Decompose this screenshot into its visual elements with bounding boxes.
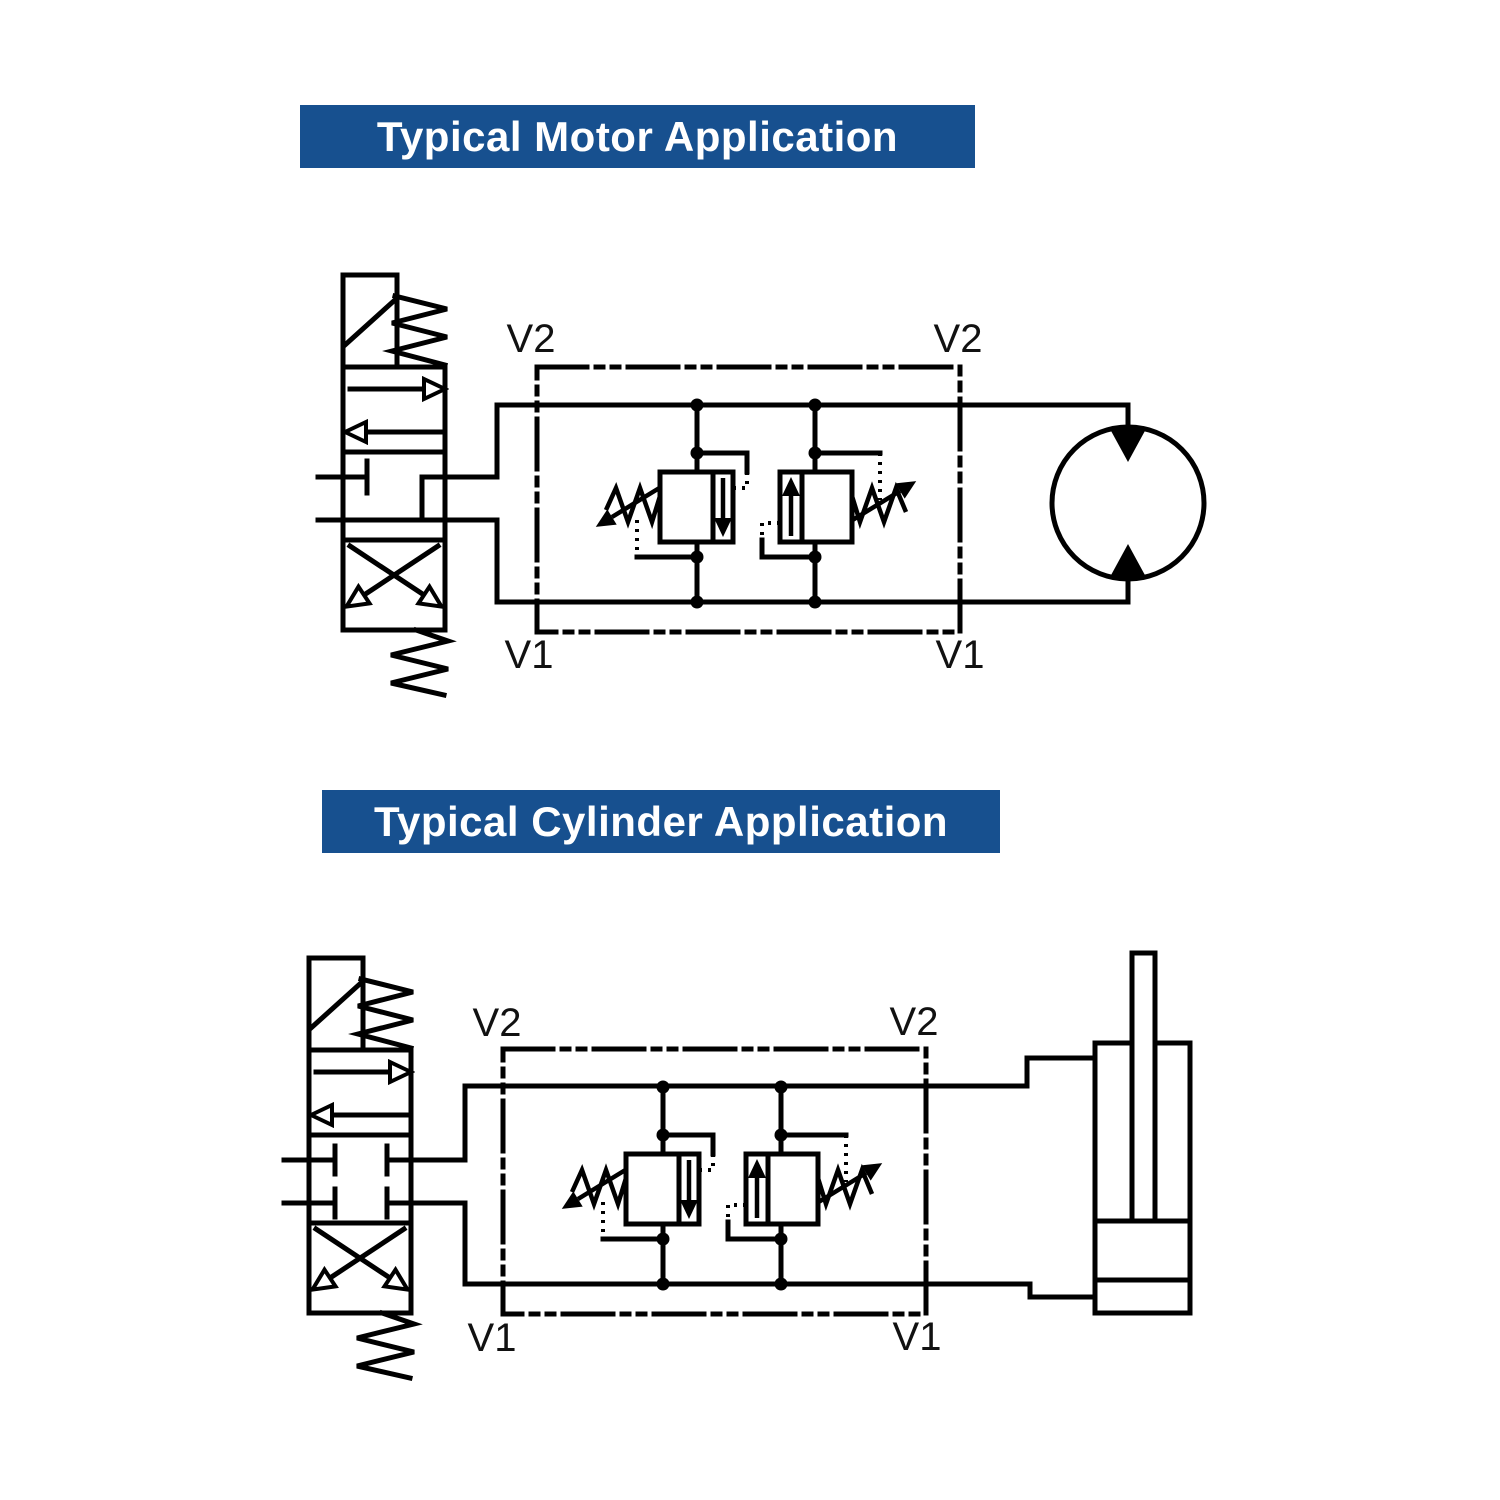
motor-section-title: Typical Motor Application	[376, 112, 899, 160]
cylinder-rod	[1129, 950, 1158, 1224]
cylinder-section-banner: Typical Cylinder Application	[322, 790, 1000, 853]
directional-valve-center-position-closed	[281, 1143, 468, 1220]
hydraulic-cylinder-icon	[1092, 950, 1193, 1316]
port-label-v1-right: V1	[893, 1315, 942, 1359]
port-label-v1-right: V1	[936, 633, 985, 677]
port-label-v2-left: V2	[473, 1001, 522, 1045]
hydraulic-lines	[442, 402, 1131, 605]
motor-arrow-down-icon	[1110, 429, 1146, 462]
port-label-v1-left: V1	[468, 1316, 517, 1360]
port-label-v2-left: V2	[507, 317, 556, 361]
motor-arrow-up-icon	[1110, 544, 1146, 577]
port-label-v2-right: V2	[934, 317, 983, 361]
counterbalance-valve-block-icon	[503, 1049, 926, 1314]
port-label-v2-right: V2	[890, 1000, 939, 1044]
directional-valve-icon	[343, 275, 448, 695]
port-label-v1-left: V1	[505, 633, 554, 677]
cylinder-application-circuit: V2 V2 V1 V1	[281, 950, 1193, 1378]
cylinder-section-title: Typical Cylinder Application	[373, 797, 949, 845]
hydraulic-lines	[462, 1055, 1098, 1300]
motor-application-circuit: V2 V2 V1 V1	[315, 275, 1207, 695]
hydraulic-motor-icon	[1049, 424, 1207, 582]
directional-valve-icon	[309, 958, 414, 1378]
motor-section-banner: Typical Motor Application	[300, 105, 975, 168]
